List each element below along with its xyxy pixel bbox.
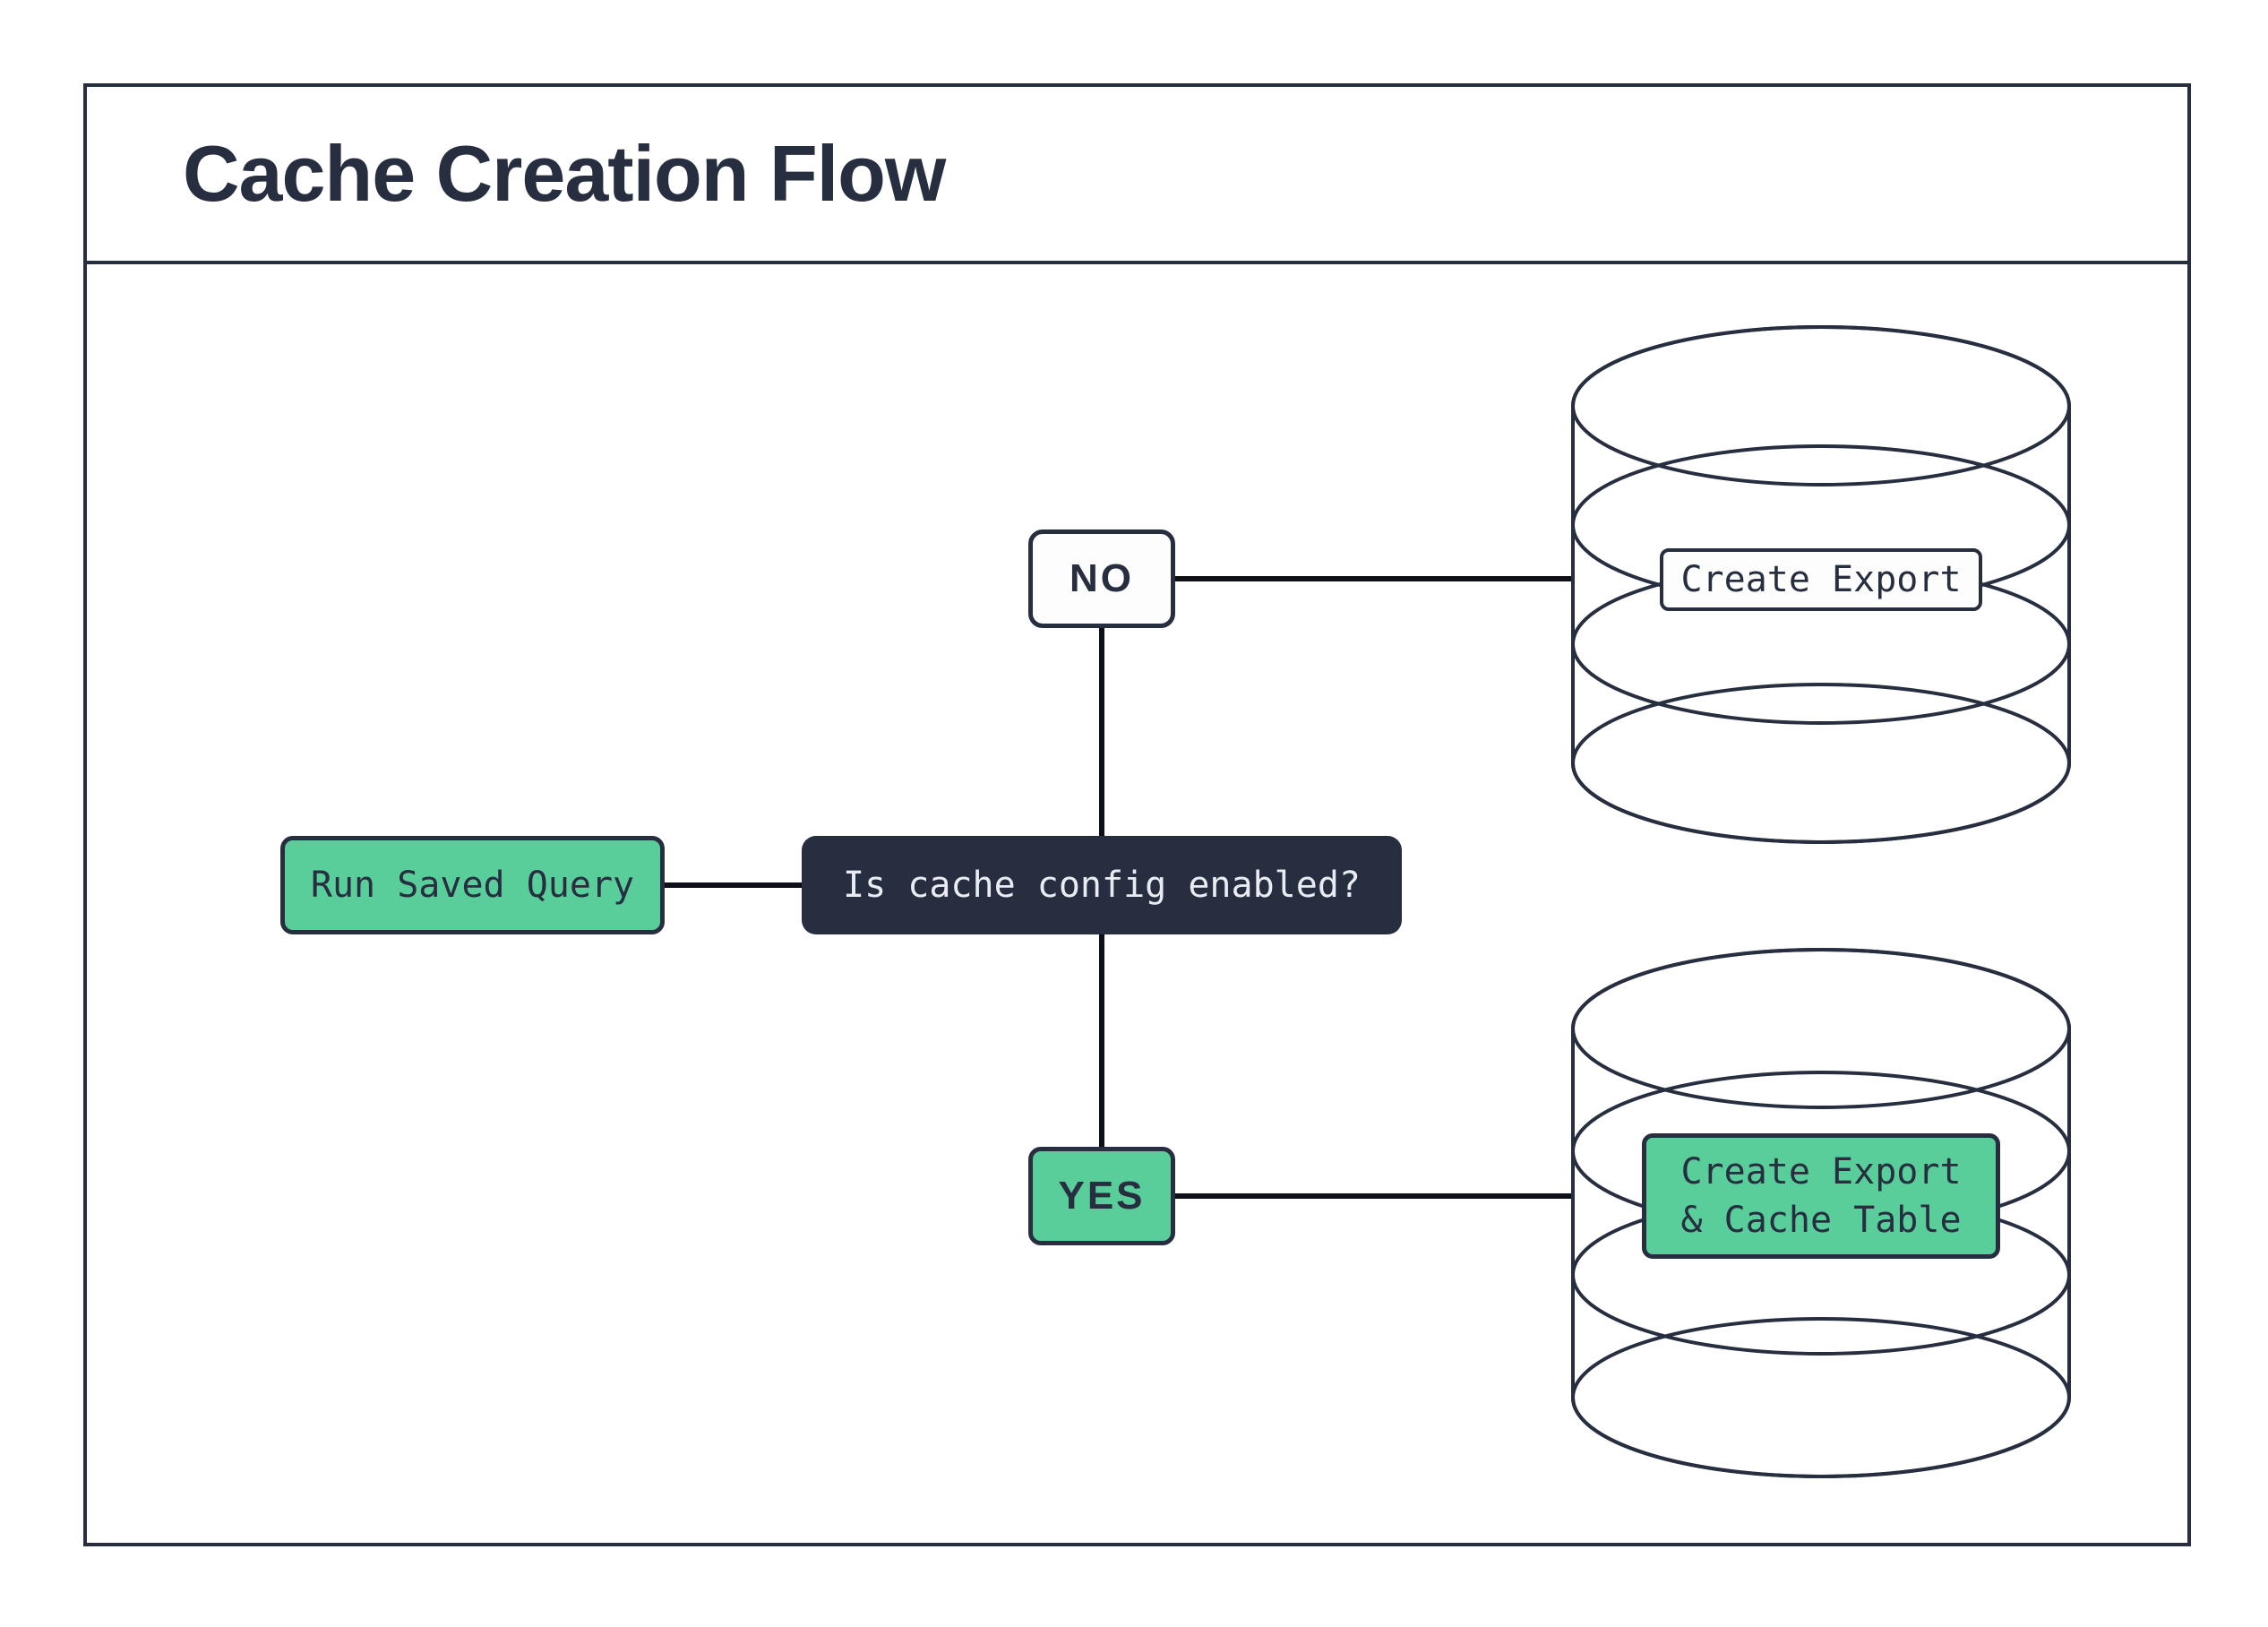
export-db-label: Create Export — [1660, 548, 1982, 611]
node-yes-branch: YES — [1028, 1147, 1175, 1245]
node-run-saved-query: Run Saved Query — [280, 836, 665, 934]
cache-db-label-line1: Create Export — [1680, 1151, 1962, 1192]
node-cache-config-question: Is cache config enabled? — [802, 836, 1402, 934]
cache-db-label-line2: & Cache Table — [1680, 1200, 1962, 1241]
page-title: Cache Creation Flow — [183, 129, 946, 218]
cache-db-label: Create Export & Cache Table — [1642, 1133, 2000, 1259]
diagram-frame — [83, 83, 2191, 1546]
node-no-branch: NO — [1028, 529, 1175, 628]
